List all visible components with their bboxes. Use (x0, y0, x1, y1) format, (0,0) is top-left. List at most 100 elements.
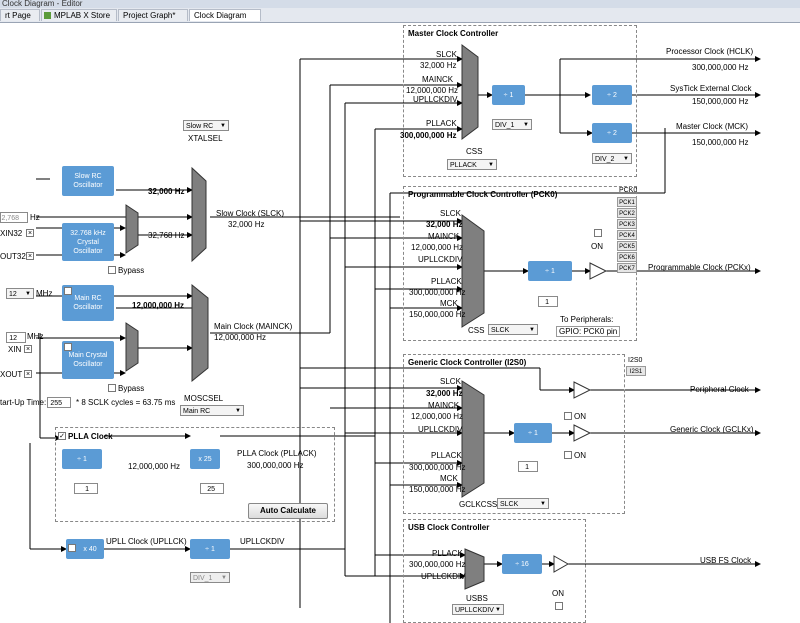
plla-title: PLLA Clock (68, 432, 113, 441)
mcc-div2-select[interactable]: DIV_2▼ (592, 153, 632, 164)
gcc-mainck: MAINCK (428, 401, 460, 410)
upll-divider[interactable]: ÷ 1 (190, 539, 230, 559)
usb-on-label: ON (552, 589, 564, 598)
crystal32-freq-value: 2,768 (1, 215, 19, 222)
crystal32-freq-input[interactable]: 2,768 (0, 212, 28, 223)
peripheral-clock-label: Peripheral Clock (690, 385, 749, 394)
pcc-divider[interactable]: ÷ 1 (528, 261, 572, 281)
mcc-div2-mck[interactable]: ÷ 2 (592, 123, 632, 143)
xin32-close-icon[interactable]: × (26, 229, 34, 237)
main-mhz-unit: MHz (27, 332, 44, 341)
upll-div-select[interactable]: DIV_1▼ (190, 572, 230, 583)
usb-divider[interactable]: ÷ 16 (502, 554, 542, 574)
pck-tab-6[interactable]: PCK6 (617, 252, 637, 262)
pcc-gate (589, 262, 608, 280)
tab-project-graph[interactable]: Project Graph* (118, 9, 188, 21)
xout-pin: XOUT (0, 370, 23, 379)
pck-tab-5[interactable]: PCK5 (617, 241, 637, 251)
plla-multiplier-input[interactable]: 25 (200, 483, 224, 494)
main-clock-value: 12,000,000 Hz (214, 333, 267, 342)
xout-close-icon[interactable]: × (24, 370, 32, 378)
xin32-pin: XIN32 (0, 229, 23, 238)
startup-time-input[interactable]: 255 (47, 397, 71, 408)
generic-clock-label: Generic Clock (GCLKx) (670, 425, 754, 434)
hz-unit: Hz (30, 213, 40, 222)
upll-clock-label: UPLL Clock (UPLLCK) (106, 537, 187, 546)
pcc-divider-input[interactable]: 1 (538, 296, 558, 307)
gcc-gate-periph (573, 381, 592, 399)
usb-title: USB Clock Controller (408, 523, 490, 532)
main-crystal-enable-checkbox[interactable] (64, 343, 72, 351)
main-crystal-oscillator[interactable]: Main Crystal Oscillator (62, 341, 114, 379)
xout32-close-icon[interactable]: × (26, 252, 34, 260)
slck-mux (191, 166, 207, 263)
bypass-main-checkbox[interactable] (108, 384, 116, 392)
xout32-pin: OUT32 (0, 252, 26, 261)
i2s-tab-1[interactable]: I2S1 (626, 366, 646, 376)
chevron-down-icon: ▼ (540, 501, 546, 507)
chevron-down-icon: ▼ (529, 327, 535, 333)
moscsel-select[interactable]: Main RC▼ (180, 405, 244, 416)
gcc-periph-on-checkbox[interactable] (564, 412, 572, 420)
pck-tab-2[interactable]: PCK2 (617, 208, 637, 218)
usbs-select-value: UPLLCKDIV (455, 607, 494, 614)
usbs-label: USBS (466, 594, 488, 603)
main-crystal-oscillator-label: Main Crystal Oscillator (68, 352, 108, 368)
startup-time-label: tart-Up Time: (0, 398, 47, 407)
pcc-css-label: CSS (468, 326, 485, 335)
pcc-mainck-value: 12,000,000 Hz (411, 243, 464, 252)
tab-mplab-store[interactable]: MPLAB X Store (41, 9, 117, 21)
plla-divider[interactable]: ÷ 1 (62, 449, 102, 469)
plla-enable-checkbox[interactable]: ✓ (58, 432, 66, 440)
upll-enable-checkbox[interactable] (68, 544, 76, 552)
gcc-divider-input[interactable]: 1 (518, 461, 538, 472)
pck-tab-0[interactable]: PCK0 (619, 187, 638, 194)
gcc-slck: SLCK (440, 377, 461, 386)
main-crystal-mhz-input[interactable]: 12 (6, 332, 26, 343)
chevron-down-icon: ▼ (623, 156, 629, 162)
chevron-down-icon: ▼ (221, 575, 227, 581)
main-rc-enable-checkbox[interactable]: ✓ (64, 287, 72, 295)
mcc-pllack: PLLACK (426, 119, 457, 128)
hclk-value: 300,000,000 Hz (692, 63, 749, 72)
clock-diagram-canvas: Slow RC▼ XTALSEL Slow RC Oscillator 32,0… (0, 23, 800, 623)
gcc-generic-on-checkbox[interactable] (564, 451, 572, 459)
i2s-tab-0[interactable]: I2S0 (628, 357, 643, 364)
slow-rc-freq: 32,000 Hz (148, 187, 185, 196)
upll-multiplier[interactable]: x 40 (66, 539, 104, 559)
xin-close-icon[interactable]: × (24, 345, 32, 353)
bypass32-checkbox[interactable] (108, 266, 116, 274)
main-rc-mhz-select[interactable]: 12▼ (6, 288, 34, 299)
usb-pllack: PLLACK (432, 549, 463, 558)
plla-multiplier[interactable]: x 25 (190, 449, 220, 469)
gcc-divider[interactable]: ÷ 1 (514, 423, 552, 443)
crystal-32k-oscillator[interactable]: 32.768 kHz Crystal Oscillator (62, 223, 114, 261)
pcc-css-select[interactable]: SLCK▼ (488, 324, 538, 335)
pcc-on-checkbox[interactable] (594, 229, 602, 237)
tab-start-page[interactable]: rt Page (0, 9, 40, 21)
chevron-down-icon: ▼ (25, 291, 31, 297)
mcc-div2-systick[interactable]: ÷ 2 (592, 85, 632, 105)
slow-rc-oscillator[interactable]: Slow RC Oscillator (62, 166, 114, 196)
usb-on-checkbox[interactable] (555, 602, 563, 610)
bypass-main-label: Bypass (118, 384, 145, 393)
gcc-css-select[interactable]: SLCK▼ (497, 498, 549, 509)
pck-tab-1[interactable]: PCK1 (617, 197, 637, 207)
auto-calculate-button[interactable]: Auto Calculate (248, 503, 328, 519)
pcc-upllckdiv: UPLLCKDIV (418, 255, 463, 264)
mcc-div1[interactable]: ÷ 1 (492, 85, 525, 105)
gcc-css-mux (461, 380, 485, 498)
chevron-down-icon: ▼ (495, 607, 501, 613)
mcc-css-select[interactable]: PLLACK▼ (447, 159, 497, 170)
usbs-select[interactable]: UPLLCKDIV▼ (452, 604, 504, 615)
mcc-css-select-value: PLLACK (450, 162, 477, 169)
pck-tab-4[interactable]: PCK4 (617, 230, 637, 240)
plla-divider-input[interactable]: 1 (74, 483, 98, 494)
mcc-div1-select[interactable]: DIV_1▼ (492, 119, 532, 130)
slow-rc-select[interactable]: Slow RC▼ (183, 120, 229, 131)
main-rc-oscillator[interactable]: ✓ Main RC Oscillator (62, 285, 114, 321)
tab-clock-diagram[interactable]: Clock Diagram (189, 9, 261, 21)
pck-tab-3[interactable]: PCK3 (617, 219, 637, 229)
pcc-mainck: MAINCK (428, 232, 460, 241)
pck-tab-7[interactable]: PCK7 (617, 263, 637, 273)
